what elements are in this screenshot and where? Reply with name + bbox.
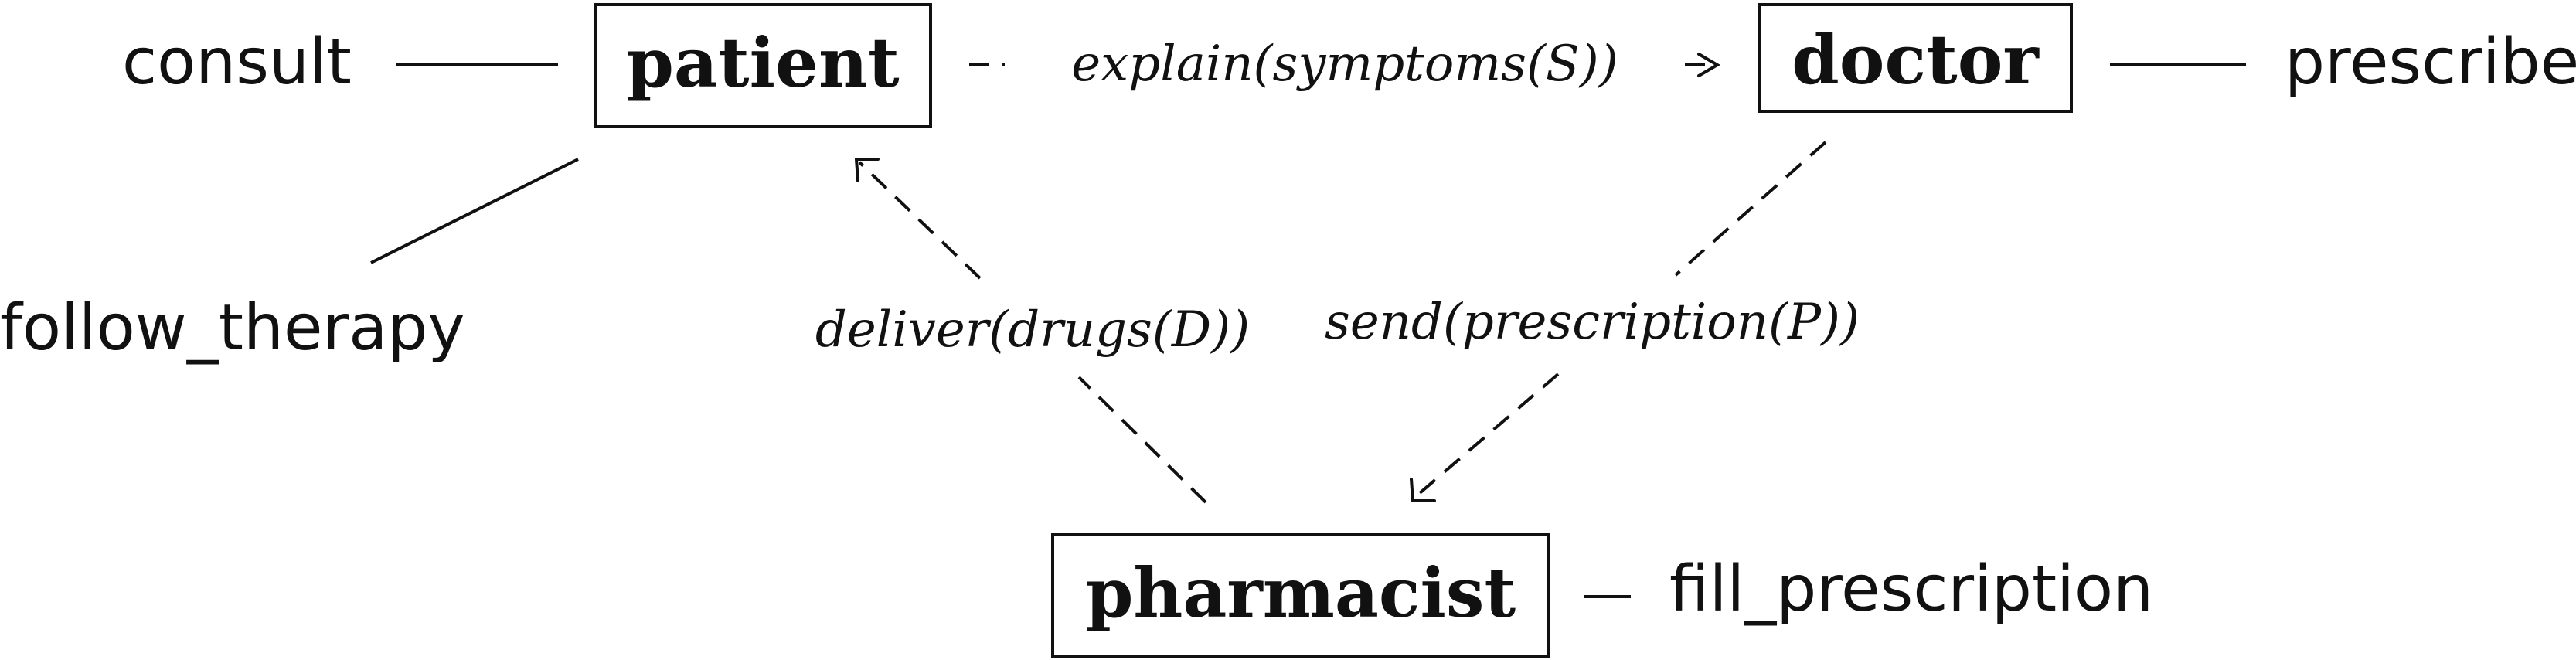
line-patient-follow-therapy — [370, 158, 579, 264]
node-patient-label: patient — [626, 22, 900, 103]
arrow-deliver-upper — [858, 161, 982, 280]
message-deliver: deliver(drugs(D)) — [815, 158, 1250, 504]
arrow-send-lower — [1413, 373, 1560, 499]
arrow-explain-head — [1697, 53, 1720, 77]
task-follow-therapy-label: follow_therapy — [0, 291, 465, 365]
task-consult-label: consult — [122, 26, 352, 99]
task-fill-prescription-label: fill_prescription — [1669, 553, 2153, 626]
arrow-deliver-head — [854, 158, 880, 182]
node-pharmacist-box — [1051, 533, 1550, 658]
node-doctor-box — [1758, 3, 2073, 113]
message-explain-label: explain(symptoms(S)) — [1071, 36, 1618, 93]
node-doctor-label: doctor — [1792, 19, 2040, 100]
node-doctor: doctor — [1758, 3, 2073, 113]
message-send: send(prescription(P)) — [1325, 141, 1860, 502]
task-prescribe-label: prescribe — [2285, 26, 2576, 99]
arrow-send-upper — [1674, 141, 1827, 277]
node-patient: patient — [594, 3, 932, 128]
node-pharmacist: pharmacist — [1051, 533, 1550, 658]
message-explain: explain(symptoms(S)) — [969, 36, 1720, 93]
node-patient-box — [594, 3, 932, 128]
message-deliver-label: deliver(drugs(D)) — [815, 301, 1250, 359]
arrow-send-head — [1410, 478, 1436, 502]
arrow-deliver-lower — [1077, 376, 1207, 504]
message-send-label: send(prescription(P)) — [1325, 294, 1860, 351]
node-pharmacist-label: pharmacist — [1086, 553, 1516, 633]
